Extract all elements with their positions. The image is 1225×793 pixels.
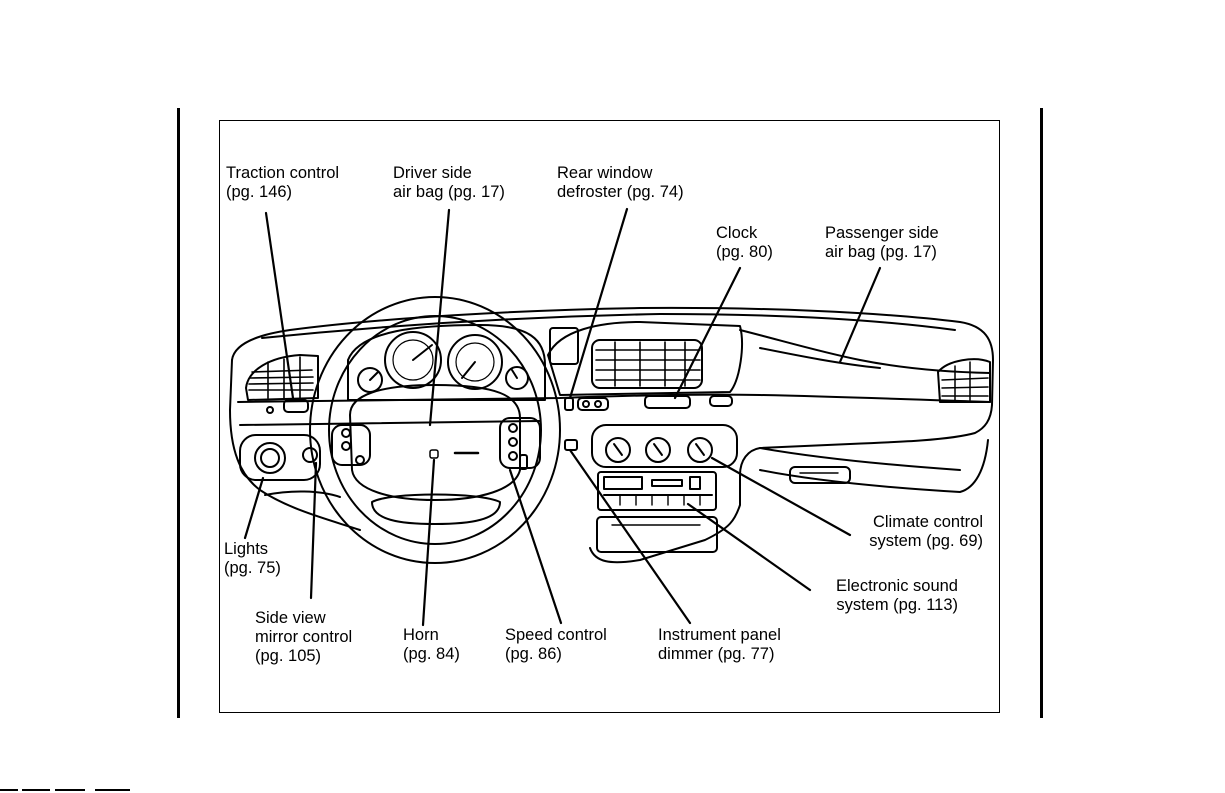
callout-page: (pg. 84) [403, 645, 460, 663]
callout-side-mirror: Side view mirror control (pg. 105) [255, 609, 352, 666]
footer-mark [0, 789, 18, 791]
speedometer [384, 331, 442, 389]
clock-display [644, 395, 691, 409]
callout-text: Driver side [393, 164, 472, 182]
glovebox-handle [789, 466, 851, 484]
leader-dimmer [568, 448, 692, 625]
callout-rear-defroster: Rear window defroster (pg. 74) [557, 164, 684, 202]
horn-icon [429, 449, 439, 459]
callout-text: Speed control [505, 626, 607, 644]
callout-lights: Lights (pg. 75) [224, 540, 281, 578]
callout-page: defroster (pg. 74) [557, 183, 684, 201]
callout-text: Instrument panel [658, 626, 781, 644]
callout-text: Climate control [872, 513, 983, 531]
callout-page: (pg. 75) [224, 559, 281, 577]
leader-passenger-airbag [838, 266, 882, 364]
callout-page: (pg. 86) [505, 645, 562, 663]
callout-text: Horn [403, 626, 439, 644]
leader-horn [421, 458, 436, 627]
leader-lights [243, 476, 265, 540]
callout-page: (pg. 80) [716, 243, 773, 261]
footer-mark [95, 789, 130, 791]
callout-page: (pg. 105) [255, 647, 322, 665]
leader-sound [686, 502, 812, 592]
dash-top-crease [261, 313, 956, 339]
left-spoke-controls [331, 424, 371, 466]
leader-mirror [309, 461, 318, 600]
tachometer [447, 334, 503, 390]
dash-ledge [237, 393, 991, 403]
callout-traction-control: Traction control (pg. 146) [226, 164, 339, 202]
callout-text: Side view [255, 609, 326, 627]
footer-mark [55, 789, 85, 791]
callout-driver-airbag: Driver side air bag (pg. 17) [393, 164, 505, 202]
glovebox-curve [759, 447, 961, 471]
left-page-rule [177, 108, 180, 718]
callout-page: air bag (pg. 17) [825, 243, 937, 261]
climate-knob-left [605, 437, 631, 463]
storage-bin [596, 516, 718, 553]
callout-text: Passenger side [825, 224, 939, 242]
right-vent-slats [941, 361, 989, 401]
callout-climate-control: Climate control system (pg. 69) [848, 513, 983, 551]
callout-page: system (pg. 69) [869, 532, 983, 550]
leader-speed [508, 468, 563, 625]
center-vent-slats [595, 341, 701, 387]
callout-passenger-airbag: Passenger side air bag (pg. 17) [825, 224, 939, 262]
center-vent [591, 339, 703, 389]
center-display [549, 327, 579, 365]
callout-text: Clock [716, 224, 758, 242]
climate-knob-right [687, 437, 713, 463]
traction-switch [283, 399, 309, 413]
leader-climate [710, 456, 852, 537]
callout-speed-control: Speed control (pg. 86) [505, 626, 607, 664]
callout-text: mirror control [255, 628, 353, 646]
callout-clock: Clock (pg. 80) [716, 224, 773, 262]
callout-text: Rear window [557, 164, 653, 182]
callout-text: Traction control [226, 164, 340, 182]
callout-page: system (pg. 113) [836, 596, 958, 614]
left-vent [245, 354, 319, 401]
temp-gauge [505, 366, 529, 390]
leader-traction [264, 211, 295, 400]
callout-text: Electronic sound [836, 577, 958, 595]
diagram-frame [219, 120, 1000, 713]
callout-text: Lights [224, 540, 269, 558]
callout-panel-dimmer: Instrument panel dimmer (pg. 77) [658, 626, 781, 664]
steering-hub [349, 384, 521, 501]
passenger-crease [759, 347, 881, 369]
callout-page: (pg. 146) [226, 183, 293, 201]
wheel-lower-spoke [371, 493, 501, 525]
steering-wheel-rim [309, 296, 561, 564]
left-vent-slats [248, 356, 314, 399]
knee-bolster [759, 439, 989, 493]
dash-ledge-lower [239, 420, 541, 426]
lights-panel [239, 434, 321, 481]
passenger-panel-edge [739, 329, 991, 374]
callout-horn: Horn (pg. 84) [403, 626, 460, 664]
leader-driver-airbag [428, 208, 451, 427]
climate-knob-center [645, 437, 671, 463]
right-page-rule [1040, 108, 1043, 718]
callout-page: air bag (pg. 17) [393, 183, 505, 201]
footer-mark [22, 789, 50, 791]
climate-panel [591, 424, 738, 468]
center-upper-panel [547, 321, 743, 396]
defroster-switch [577, 397, 609, 411]
right-vent [937, 358, 991, 403]
callout-page: dimmer (pg. 77) [658, 645, 775, 663]
leader-clock [673, 266, 742, 400]
callout-sound-system: Electronic sound system (pg. 113) [812, 577, 958, 615]
leader-defroster [568, 207, 629, 400]
lights-knob [254, 442, 286, 474]
